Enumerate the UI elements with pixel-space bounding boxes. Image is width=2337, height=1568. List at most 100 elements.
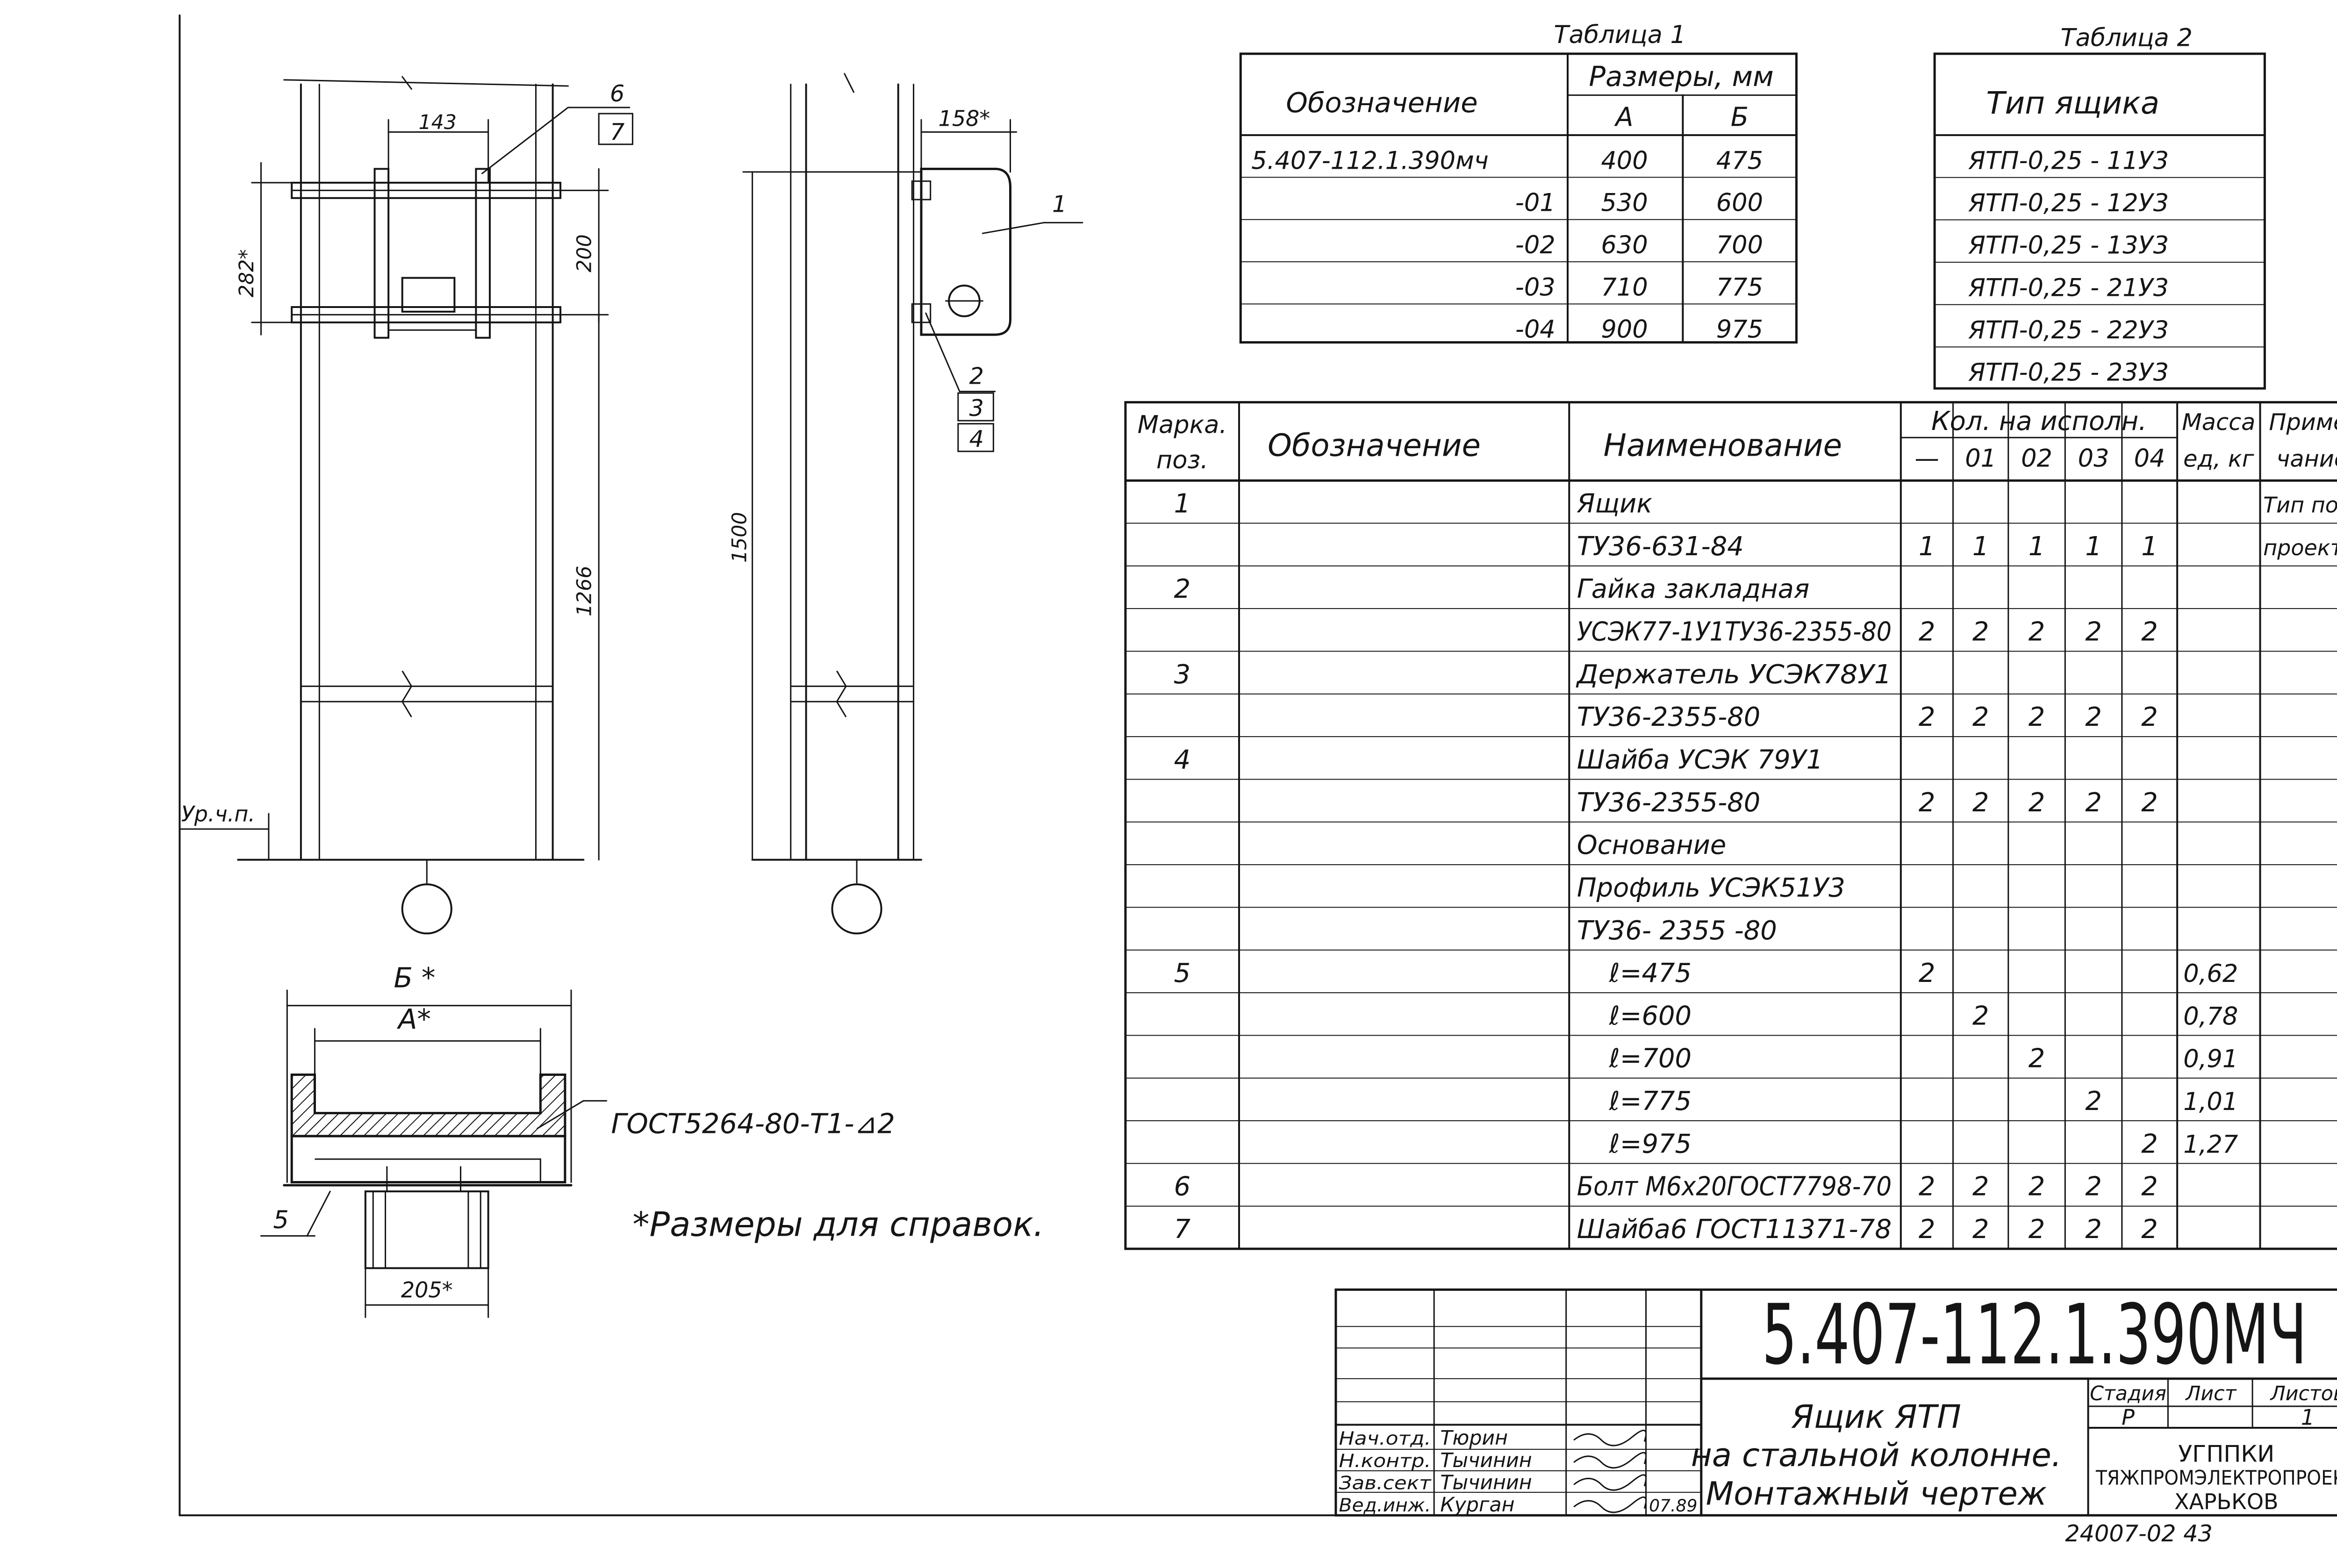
profile-hatch <box>290 1074 566 1138</box>
t1-b: 700 <box>1716 231 1763 259</box>
spec-qty: 2 <box>2085 1214 2102 1245</box>
tb-sheets-h: Листов <box>2270 1382 2337 1405</box>
spec-qty: 2 <box>2029 1172 2045 1202</box>
t1-a: 710 <box>1601 273 1648 301</box>
t1-designation: 5.407-112.1.390мч <box>1251 146 1489 175</box>
callout-box <box>957 392 994 422</box>
spec-name: ℓ=700 <box>1609 1044 1692 1074</box>
leader-1 <box>982 222 1045 234</box>
spec-qty: 2 <box>1972 1172 1989 1202</box>
tb-name: Курган <box>1440 1493 1514 1517</box>
spec-qty: 2 <box>2141 702 2158 732</box>
spec-qty: 2 <box>2085 788 2102 818</box>
spec-qty: 1 <box>2029 531 2045 562</box>
spec-h-qty: Кол. на исполн. <box>1931 406 2147 437</box>
spec-mass: 0,62 <box>2183 959 2238 988</box>
t2-header: Тип ящика <box>1986 86 2159 121</box>
callout-box <box>957 423 994 452</box>
spec-name: ℓ=775 <box>1609 1086 1692 1117</box>
break-mark <box>844 73 854 93</box>
spec-name: Гайка закладная <box>1577 574 1810 604</box>
callout-5: 5 <box>273 1206 288 1234</box>
t2-row-text: ЯТП-0,25 - 13У3 <box>1968 231 2169 260</box>
spec-note: проекту <box>2263 535 2337 560</box>
spec-pos: 4 <box>1174 745 1191 775</box>
spec-qty: 2 <box>1972 1001 1989 1031</box>
spec-qty: 2 <box>1972 617 1989 647</box>
t2-row-text: ЯТП-0,25 - 12У3 <box>1968 189 2169 217</box>
spec-h-qty-col: 04 <box>2134 444 2165 473</box>
callout-3: 3 <box>969 394 984 422</box>
t1-b: 975 <box>1716 315 1763 344</box>
spec-qty: 2 <box>2085 702 2102 732</box>
spec-qty: 2 <box>1919 1214 1936 1245</box>
spec-qty: 2 <box>1919 1172 1936 1202</box>
spec-name: Основание <box>1577 830 1727 860</box>
callout-1: 1 <box>1052 190 1067 217</box>
box-window <box>401 277 456 313</box>
break-mark <box>836 670 847 717</box>
spec-qty: 2 <box>1972 788 1989 818</box>
break-mark <box>401 76 412 90</box>
signature-mark <box>1573 1496 1647 1513</box>
tb-sheet-h: Лист <box>2185 1382 2237 1405</box>
spec-h-qty-col: 01 <box>1965 444 1996 473</box>
spec-qty: 2 <box>2141 1129 2158 1159</box>
tb-stage: Р <box>2122 1404 2135 1430</box>
tb-date: 07.89 <box>1649 1496 1697 1516</box>
table2-caption: Таблица 2 <box>2060 24 2193 52</box>
spec-name: ТУ36-2355-80 <box>1577 788 1761 818</box>
profile-inner <box>315 1158 541 1182</box>
spec-name: УСЭК77-1У1ТУ36-2355-80 <box>1577 617 1892 647</box>
spec-pos: 2 <box>1174 574 1191 604</box>
title-line-2: на стальной колонне. <box>1691 1437 2062 1474</box>
spec-name: ℓ=475 <box>1609 958 1692 988</box>
table1-caption: Таблица 1 <box>1554 21 1686 49</box>
sheet-footer-number: 24007-02 43 <box>2065 1520 2213 1547</box>
t1-h-designation: Обозначение <box>1286 86 1477 119</box>
spec-frame <box>1124 401 2337 1250</box>
spec-qty: 2 <box>2029 788 2045 818</box>
flange <box>372 1190 387 1269</box>
spec-h-pos: поз. <box>1156 446 1208 474</box>
dim-1266-label: 1266 <box>573 566 596 616</box>
tb-name: Тычинин <box>1440 1471 1532 1494</box>
axis-circle <box>401 883 452 935</box>
spec-name: ТУ36-631-84 <box>1577 531 1744 562</box>
leader-2 <box>925 312 961 393</box>
t1-b: 475 <box>1716 146 1763 175</box>
spec-pos: 3 <box>1174 659 1191 690</box>
tb-org-2: ТЯЖПРОМЭЛЕКТРОПРОЕКТ <box>2095 1467 2337 1490</box>
dim-b-label: Б * <box>394 961 435 994</box>
spec-qty: 2 <box>1919 617 1936 647</box>
dim-143-label: 143 <box>418 111 456 134</box>
t1-a: 900 <box>1601 315 1648 344</box>
t1-b: 600 <box>1716 189 1763 217</box>
spec-name: ℓ=975 <box>1609 1129 1692 1159</box>
box-body <box>920 167 1012 336</box>
profile-channel <box>290 1135 566 1183</box>
t1-a: 400 <box>1601 146 1648 175</box>
box-mount <box>911 303 932 323</box>
spec-qty: 2 <box>2029 617 2045 647</box>
spec-qty: 1 <box>1919 531 1936 562</box>
leader-6 <box>481 107 569 174</box>
spec-h-qty-col: 02 <box>2021 444 2052 473</box>
note-reference-dims: *Размеры для справок. <box>632 1205 1044 1244</box>
dim-1500-label: 1500 <box>728 512 752 563</box>
spec-pos: 6 <box>1174 1172 1191 1202</box>
tb-role: Зав.сект <box>1339 1472 1432 1494</box>
spec-h-designation: Обозначение <box>1268 428 1481 464</box>
t1-designation: -01 <box>1515 189 1556 217</box>
callout-6: 6 <box>610 80 624 107</box>
tb-role: Нач.отд. <box>1339 1428 1431 1449</box>
bracket-post-left <box>373 168 390 339</box>
column-section <box>364 1190 489 1269</box>
spec-name: Ящик <box>1577 489 1653 519</box>
t1-designation: -03 <box>1515 273 1556 301</box>
t2-row-text: ЯТП-0,25 - 22У3 <box>1968 316 2169 344</box>
spec-qty: 2 <box>1919 788 1936 818</box>
spec-qty: 2 <box>2085 1172 2102 1202</box>
